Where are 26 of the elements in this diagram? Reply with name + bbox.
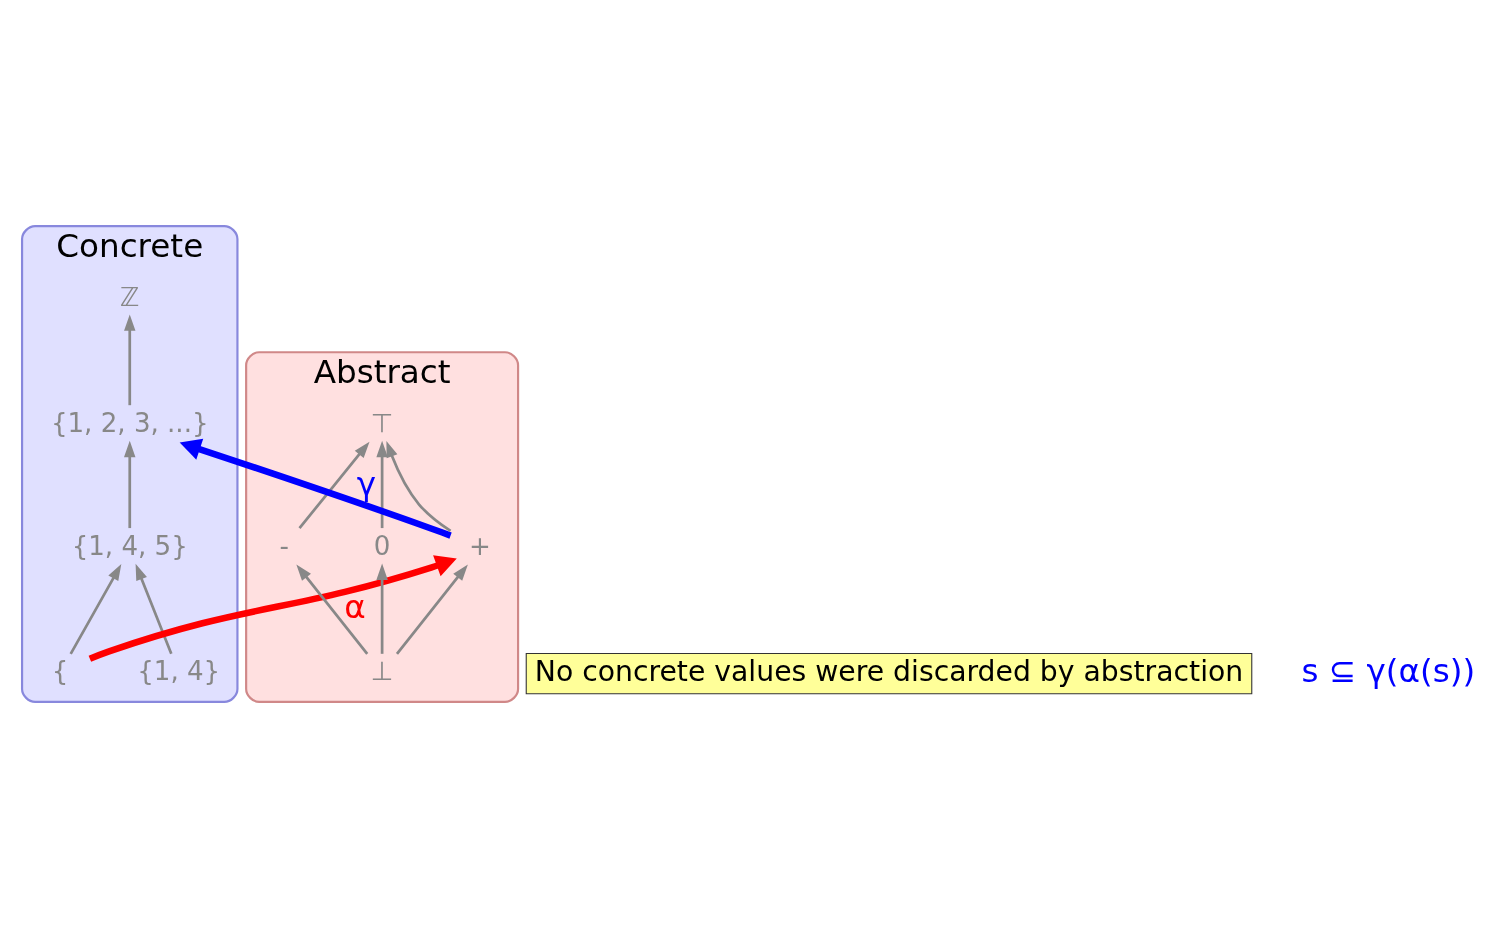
arrow — [88, 554, 457, 662]
arrow — [385, 440, 451, 532]
arrow — [123, 314, 135, 405]
node-text: 0 — [373, 530, 390, 561]
node-text: + — [468, 530, 491, 561]
arrow — [179, 438, 452, 539]
node-box: No concrete values were discarded by abstraction — [525, 652, 1252, 694]
node-text: {1, 2, 3, ...} — [50, 407, 209, 438]
node-text: ⊤ — [370, 407, 393, 438]
node-text: { — [51, 655, 68, 686]
label: s ⊆ γ(α(s)) — [1300, 651, 1475, 690]
arrow — [295, 563, 368, 655]
arrow — [123, 440, 135, 528]
node-text: ℤ — [119, 281, 139, 312]
arrow — [375, 563, 388, 654]
edge-label: γ — [356, 464, 376, 503]
arrow — [69, 563, 121, 654]
node-text: - — [279, 530, 289, 561]
arrow — [375, 440, 388, 528]
arrow — [135, 563, 173, 654]
node-text: ⊥ — [370, 655, 393, 686]
node-text: {1, 4, 5} — [71, 530, 188, 561]
arrow — [297, 441, 369, 529]
edge-label: α — [343, 587, 366, 626]
arrow — [395, 563, 468, 655]
node-text: {1, 4} — [136, 655, 220, 686]
